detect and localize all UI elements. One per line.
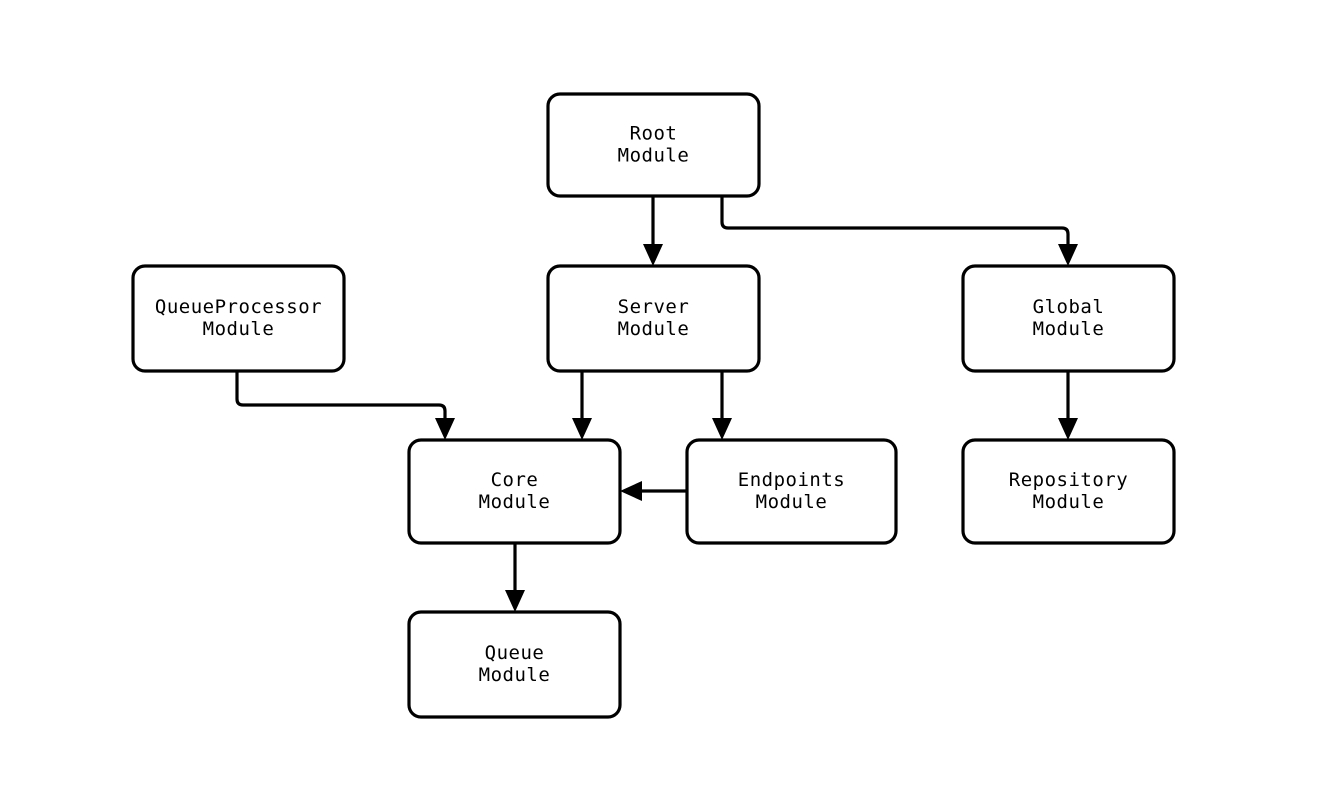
node-box[interactable]	[546, 264, 761, 373]
node-label-line1: Endpoints	[738, 469, 845, 491]
edge-server-to-endpoints	[712, 371, 732, 440]
arrowhead-icon	[712, 418, 732, 440]
node-label-line1: Global	[1033, 296, 1105, 318]
node-box[interactable]	[546, 92, 761, 198]
node-box[interactable]	[961, 264, 1176, 373]
edges-layer	[235, 196, 1078, 612]
node-label-line1: Queue	[485, 642, 545, 664]
node-label-line2: Module	[618, 145, 690, 167]
edge-global-to-repository	[1058, 371, 1078, 440]
node-label-line1: Root	[630, 123, 678, 145]
node-box[interactable]	[685, 438, 898, 545]
node-box[interactable]	[407, 610, 622, 719]
arrowhead-icon	[1058, 244, 1078, 266]
edge-endpoints-to-core	[620, 481, 687, 501]
node-label-line2: Module	[1033, 491, 1105, 513]
node-label-line2: Module	[618, 318, 690, 340]
arrowhead-icon	[435, 418, 455, 440]
node-label-line1: QueueProcessor	[155, 296, 322, 318]
edge-root-to-global	[720, 196, 1078, 266]
edge-queueprocessor-to-core	[235, 371, 455, 440]
node-label-line2: Module	[203, 318, 275, 340]
edge-root-to-server	[643, 196, 663, 266]
arrowhead-icon	[572, 418, 592, 440]
node-label-line2: Module	[756, 491, 828, 513]
arrowhead-icon	[1058, 418, 1078, 440]
edge-line	[235, 371, 447, 426]
arrowhead-icon	[643, 244, 663, 266]
node-box[interactable]	[131, 264, 346, 373]
node-label-line2: Module	[479, 491, 551, 513]
node-label-line2: Module	[479, 664, 551, 686]
node-box[interactable]	[961, 438, 1176, 545]
node-label-line1: Core	[491, 469, 539, 491]
edge-server-to-core	[572, 371, 592, 440]
node-box[interactable]	[407, 438, 622, 545]
nodes-layer: RootModuleQueueProcessorModuleServerModu…	[131, 92, 1176, 719]
node-label-line2: Module	[1033, 318, 1105, 340]
arrowhead-icon	[620, 481, 642, 501]
arrowhead-icon	[505, 590, 525, 612]
edge-line	[720, 196, 1070, 252]
node-label-line1: Repository	[1009, 469, 1128, 491]
edge-core-to-queue	[505, 543, 525, 612]
node-label-line1: Server	[618, 296, 690, 318]
